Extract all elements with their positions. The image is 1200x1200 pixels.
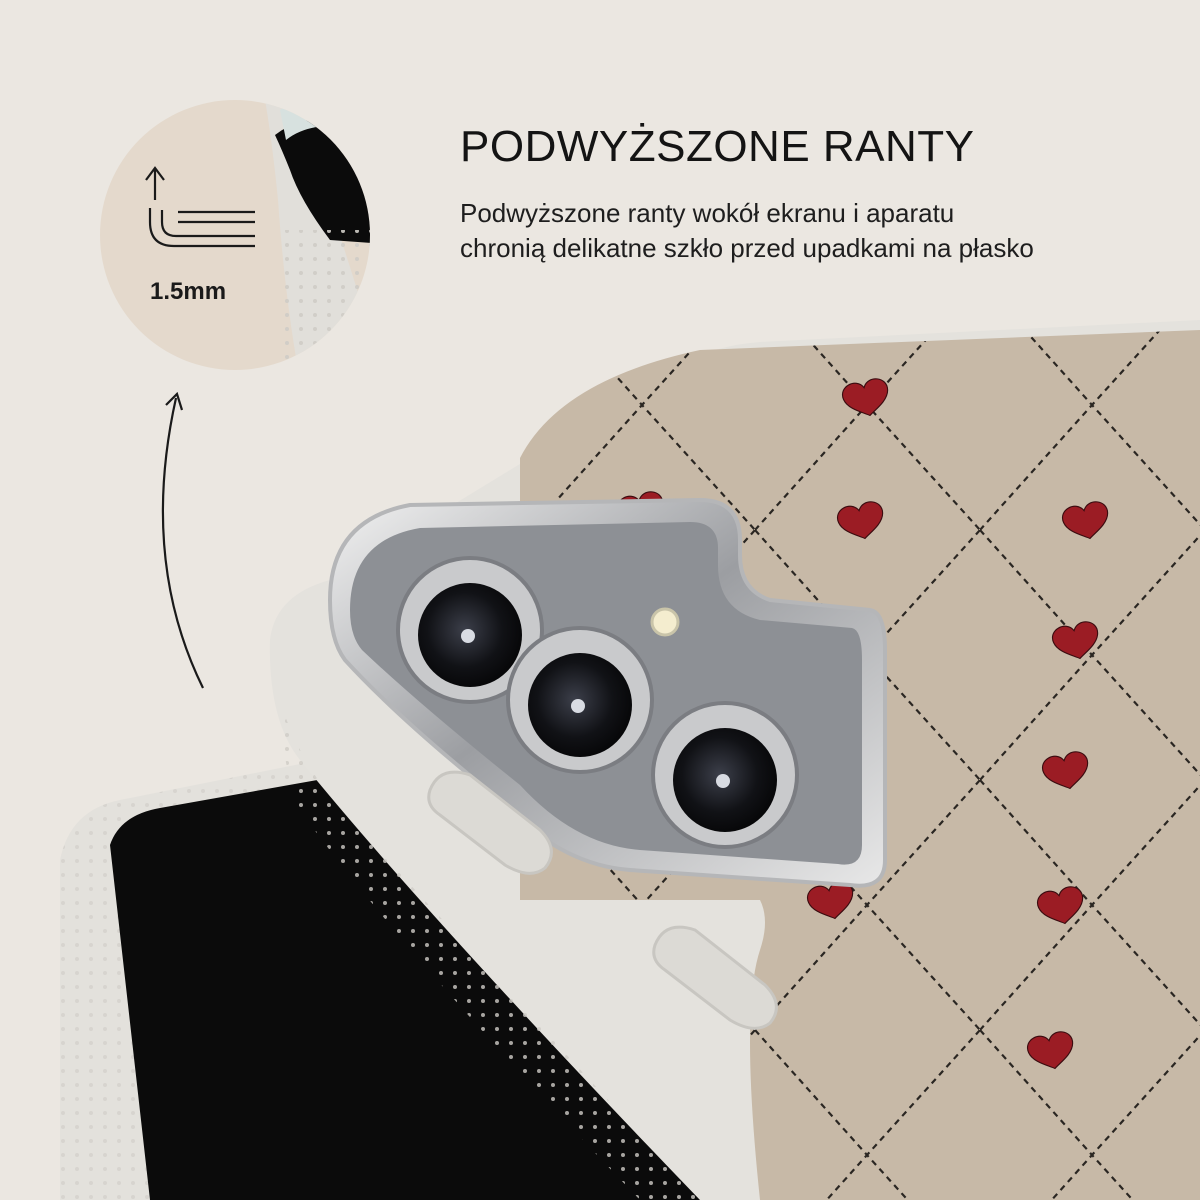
side-buttons: [427, 770, 778, 1030]
camera-lens-3: [651, 701, 799, 849]
measurement-label: 1.5mm: [150, 278, 227, 305]
camera-lens-1: [396, 556, 544, 704]
camera-lens-2: [506, 626, 654, 774]
upper-phone-case: [269, 320, 1200, 1200]
camera-module: [327, 497, 887, 888]
detail-callout: [100, 100, 370, 370]
description-line-2: chronią delikatne szkło przed upadkami n…: [460, 233, 1034, 263]
description-line-1: Podwyższone ranty wokół ekranu i aparatu: [460, 198, 955, 228]
headline: PODWYŻSZONE RANTY: [460, 122, 975, 171]
description: Podwyższone ranty wokół ekranu i aparatu…: [460, 196, 1034, 266]
curved-arrow-icon: [161, 391, 204, 689]
raised-edge-icon: [145, 166, 255, 248]
flash-light: [650, 607, 680, 637]
